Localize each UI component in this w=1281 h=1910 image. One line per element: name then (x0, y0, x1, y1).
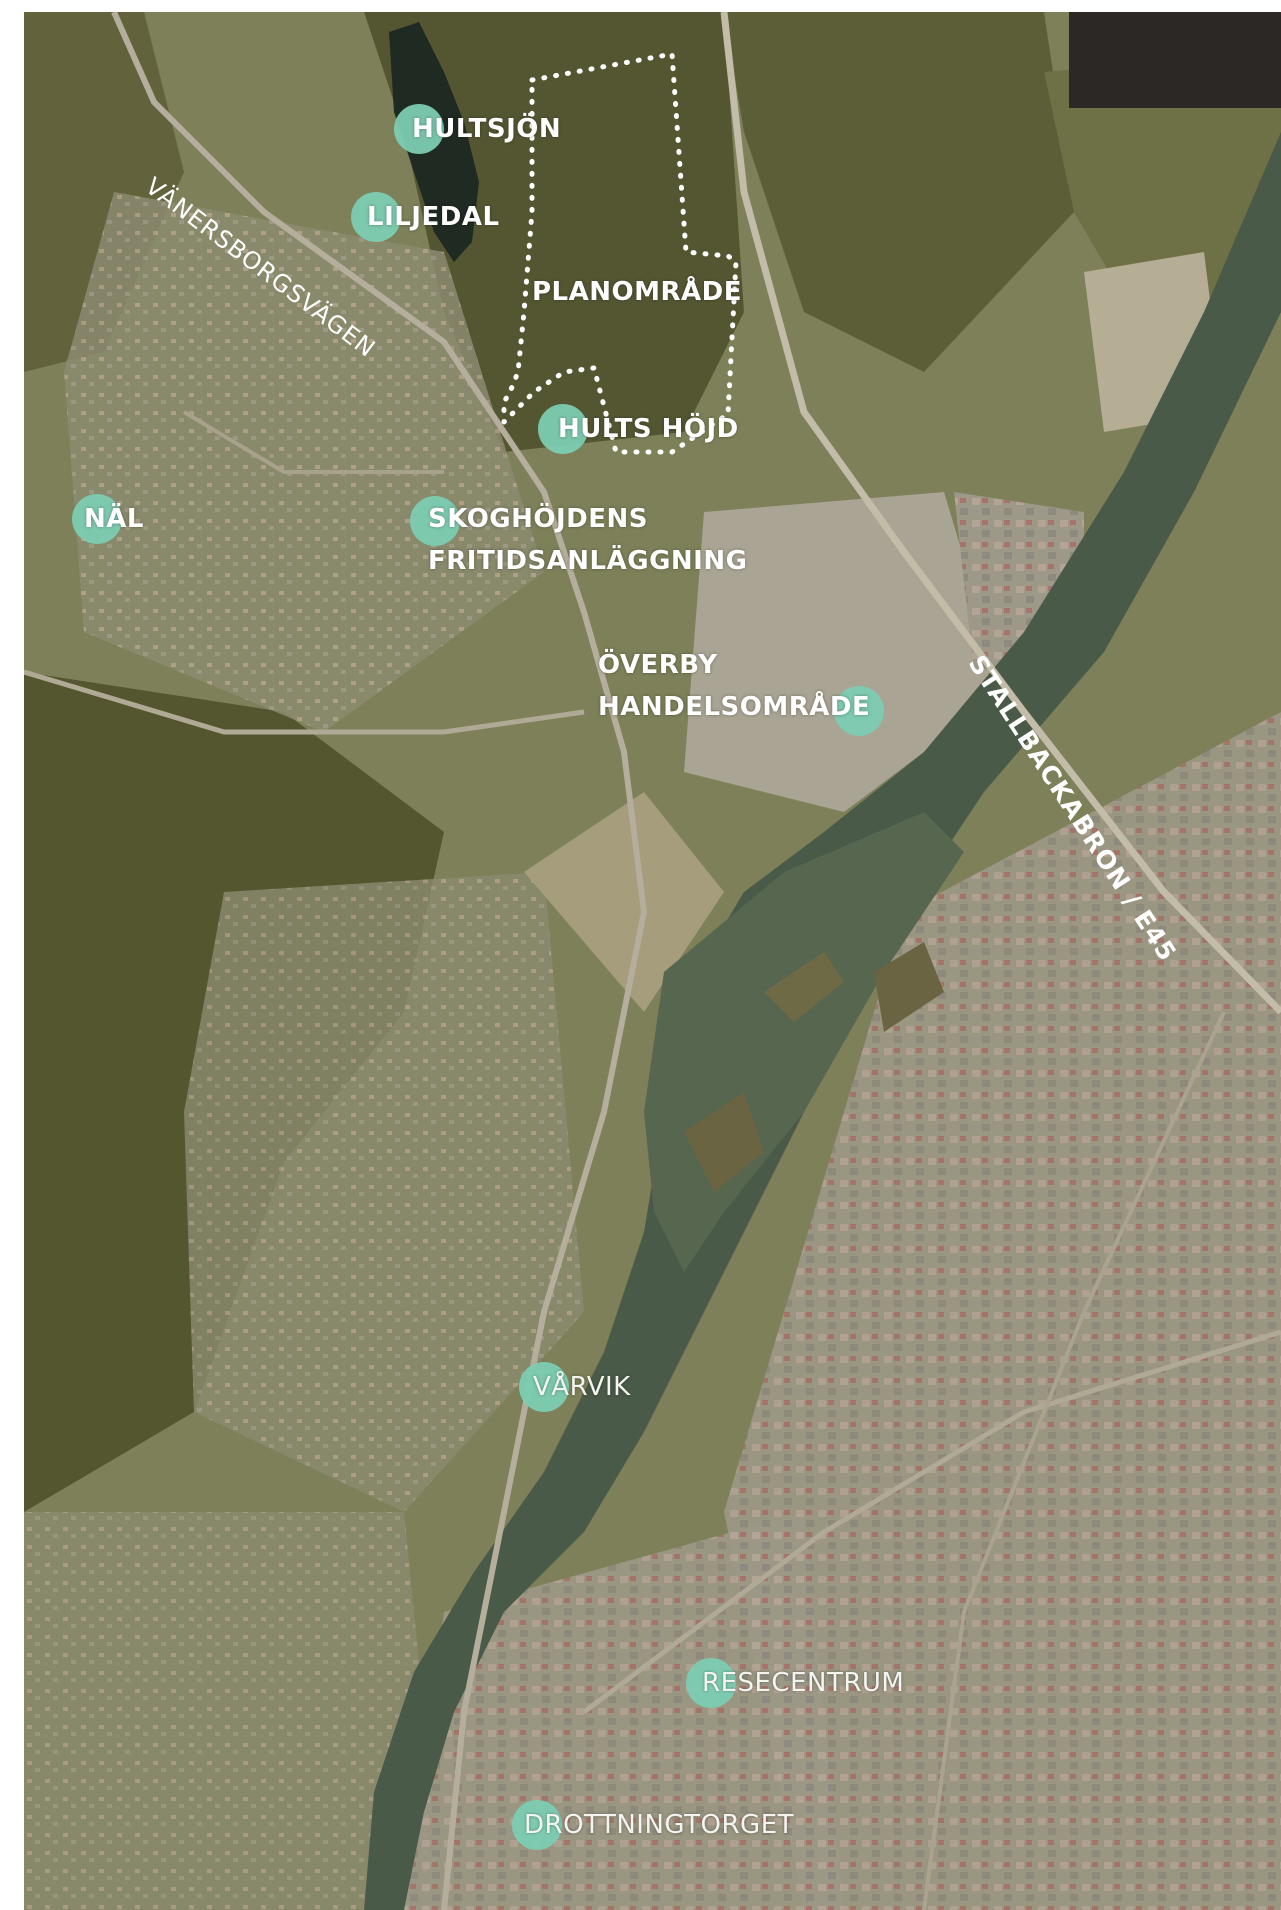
poi-label: HULTS HÖJD (558, 414, 739, 444)
poi-label: RESECENTRUM (702, 1668, 905, 1698)
field-center (524, 792, 724, 1012)
island-1 (764, 952, 844, 1022)
road-west (24, 669, 585, 735)
label-planomrade: PLANOMRÅDE (532, 277, 742, 307)
island-3 (874, 942, 944, 1032)
marker-dot (519, 1362, 569, 1412)
poi-label: DROTTNINGTORGET (524, 1810, 795, 1840)
residential-southwest (184, 872, 584, 1512)
road-main (111, 12, 648, 1910)
forest-northwest (24, 12, 184, 372)
forest-northeast (724, 12, 1074, 372)
marker-dot (410, 496, 460, 546)
poi-label: NÄL (84, 504, 144, 534)
city-east (724, 712, 1281, 1910)
poi-label: HULTSJÖN (412, 114, 562, 144)
road-e45 (720, 12, 1281, 1015)
poi-label-line2: FRITIDSANLÄGGNING (428, 546, 748, 576)
road-east (922, 1011, 1226, 1910)
marker-dot (538, 404, 588, 454)
marker-dot (512, 1800, 562, 1850)
commercial-overby (684, 492, 1004, 812)
marker-dot (72, 494, 122, 544)
poi-label-line1: ÖVERBY (598, 650, 718, 680)
planomrade-boundary (501, 51, 739, 455)
aerial-map[interactable]: VÄNERSBORGSVÄGEN STALLBACKABRON / E45 HU… (24, 12, 1281, 1910)
poi-label-line2: HANDELSOMRÅDE (598, 692, 871, 722)
poi-label-line1: SKOGHÖJDENS (428, 504, 649, 534)
marker-dot (394, 104, 444, 154)
road-nal (182, 410, 444, 474)
poi-label: LILJEDAL (367, 202, 500, 232)
island-2 (684, 1092, 764, 1192)
field-northeast (1044, 52, 1281, 332)
residential-south (24, 1512, 444, 1910)
marker-dot (834, 686, 884, 736)
road-south-east (582, 1329, 1281, 1714)
marker-dot (686, 1658, 736, 1708)
poi-label: VÅRVIK (533, 1372, 631, 1402)
aerial-photo-base (24, 12, 1281, 1910)
marker-dot (351, 192, 401, 242)
corner-overlay-box (1069, 12, 1281, 108)
city-center (404, 1512, 844, 1910)
